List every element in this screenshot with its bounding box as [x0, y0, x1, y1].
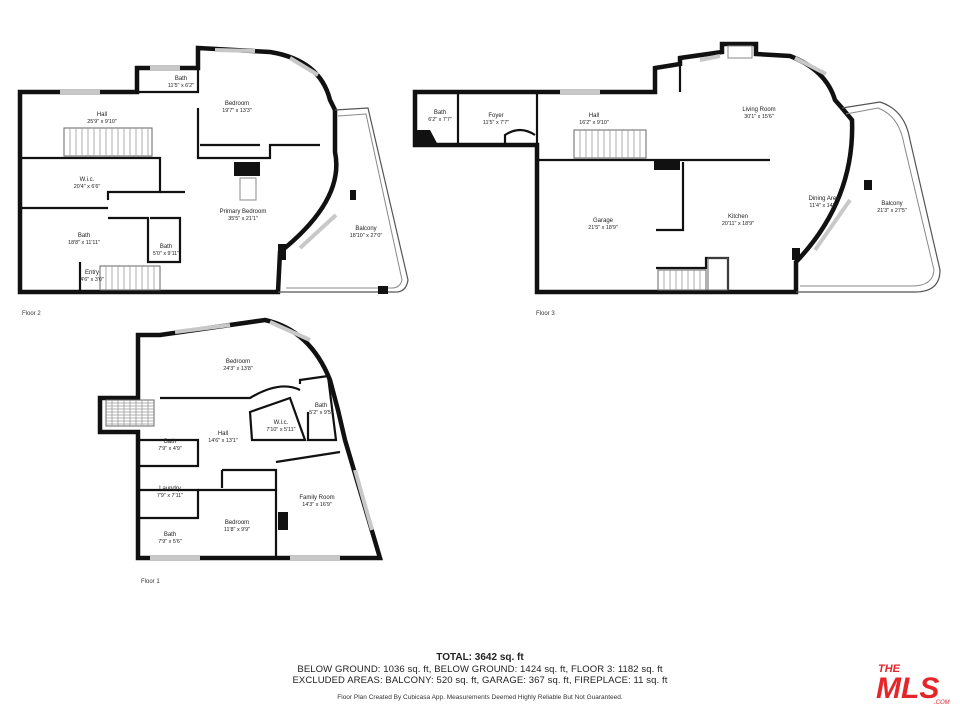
room-dimensions: 11'4" x 14'2": [809, 203, 838, 209]
room-dimensions: 30'1" x 15'6": [744, 114, 774, 120]
room-name: Dining Area: [808, 196, 840, 202]
room-dimensions: 11'5" x 6'2": [168, 83, 194, 89]
the-mls-logo: THE MLS .COM: [876, 663, 950, 706]
floor-2-fireplace: [234, 162, 260, 176]
room-dimensions: 18'10" x 27'0": [350, 233, 383, 239]
room-dimensions: 7'9" x 5'6": [158, 539, 182, 545]
floor-3-stairs-upper: [573, 129, 647, 159]
room-name: Laundry: [159, 486, 181, 492]
area-summary: TOTAL: 3642 sq. ft BELOW GROUND: 1036 sq…: [180, 652, 780, 701]
room-name: Hall: [589, 113, 599, 119]
room-name: Bath: [160, 244, 172, 250]
room-dimensions: 14'6" x 13'1": [208, 438, 238, 444]
logo-com: .COM: [934, 700, 950, 706]
room-name: Bedroom: [225, 520, 249, 526]
room-name: Bedroom: [225, 101, 249, 107]
room-name: W.i.c.: [80, 177, 95, 183]
logo-mls: MLS: [876, 672, 939, 705]
floor-2-outer-wall: [17, 45, 339, 295]
room-name: Family Room: [299, 495, 334, 501]
room-dimensions: 20'4" x 6'6": [74, 184, 101, 190]
room-dimensions: 14'3" x 16'9": [302, 502, 332, 508]
room-dimensions: 35'5" x 21'1": [228, 216, 258, 222]
room-dimensions: 4'6" x 3'0": [80, 277, 104, 283]
floor-3-outer-wall: [412, 41, 855, 295]
room-name: Entry: [85, 270, 99, 276]
room-name: W.i.c.: [274, 420, 289, 426]
floor-2-hearth: [239, 177, 257, 201]
room-name: Balcony: [881, 201, 902, 207]
room-dimensions: 6'2" x 7'7": [428, 117, 452, 123]
floor-3-windows: [560, 54, 852, 252]
room-name: Bath: [78, 233, 90, 239]
floor-3-room-labels: Bath 6'2" x 7'7" Foyer 11'5" x 7'7" Hall…: [428, 107, 907, 231]
room-dimensions: 7'9" x 7'11": [157, 493, 183, 499]
room-name: Bath: [164, 439, 176, 445]
floor-2-balcony-railing: [278, 107, 409, 293]
floor-label: Floor 3: [536, 311, 555, 317]
room-dimensions: 19'7" x 13'3": [222, 108, 252, 114]
floor-3-fireplace: [654, 160, 680, 170]
room-name: Primary Bedroom: [220, 209, 267, 215]
room-dimensions: 11'8" x 9'9": [224, 527, 250, 533]
room-name: Living Room: [742, 107, 775, 113]
room-name: Bath: [164, 532, 176, 538]
room-dimensions: 24'3" x 13'8": [223, 366, 253, 372]
floor-1-windows: [150, 320, 374, 560]
room-name: Bath: [434, 110, 446, 116]
floor-2-windows: [60, 48, 338, 250]
room-dimensions: 21'5" x 18'9": [588, 225, 618, 231]
room-name: Bath: [175, 76, 187, 82]
floor-3-plan: Bath 6'2" x 7'7" Foyer 11'5" x 7'7" Hall…: [412, 41, 941, 317]
excluded-areas: EXCLUDED AREAS: BALCONY: 520 sq. ft, GAR…: [292, 675, 668, 686]
room-dimensions: 11'5" x 7'7": [483, 120, 509, 126]
room-dimensions: 5'0" x 9'11": [153, 251, 179, 257]
floor-1-interior-walls: [138, 374, 341, 556]
room-dimensions: 20'11" x 18'9": [722, 221, 754, 227]
logo-the: THE: [878, 663, 901, 675]
floor-label: Floor 1: [141, 579, 160, 585]
room-dimensions: 7'9" x 4'9": [158, 446, 182, 452]
room-name: Hall: [218, 431, 228, 437]
room-name: Garage: [593, 218, 614, 224]
floor-1-stairs: [105, 399, 155, 427]
room-name: Bedroom: [226, 359, 250, 365]
room-name: Bath: [315, 403, 327, 409]
room-dimensions: 5'2" x 9'5": [309, 410, 333, 416]
area-breakdown: BELOW GROUND: 1036 sq. ft, BELOW GROUND:…: [297, 664, 663, 675]
floor-2-stairs-lower: [99, 265, 161, 291]
floor-3-stairs-lower: [657, 257, 729, 291]
total-area: TOTAL: 3642 sq. ft: [436, 652, 524, 663]
room-dimensions: 21'3" x 27'5": [877, 208, 907, 214]
room-name: Hall: [97, 112, 107, 118]
room-name: Kitchen: [728, 214, 748, 220]
floor-1-fireplace: [278, 512, 288, 530]
floor-2-plan: Bath 11'5" x 6'2" Hall 25'9" x 9'10" Bed…: [17, 45, 409, 317]
floor-2-interior-walls: [20, 68, 320, 292]
room-dimensions: 25'9" x 9'10": [87, 119, 117, 125]
floor-1-plan: Bedroom 24'3" x 13'8" Bath 5'2" x 9'5" W…: [97, 317, 384, 585]
floor-3-interior-walls: [456, 64, 770, 292]
room-dimensions: 7'10" x 5'11": [266, 427, 295, 433]
room-name: Foyer: [488, 113, 503, 119]
room-dimensions: 18'8" x 11'11": [68, 240, 100, 246]
floor-2-room-labels: Bath 11'5" x 6'2" Hall 25'9" x 9'10" Bed…: [68, 76, 382, 283]
disclaimer: Floor Plan Created By Cubicasa App. Meas…: [337, 694, 623, 701]
room-name: Balcony: [355, 226, 376, 232]
floor-label: Floor 2: [22, 311, 41, 317]
floor-1-room-labels: Bedroom 24'3" x 13'8" Bath 5'2" x 9'5" W…: [157, 359, 335, 545]
floor-3-bath-fixture: [416, 130, 438, 145]
floor-3-balcony-railing: [796, 101, 941, 293]
room-dimensions: 16'2" x 9'10": [579, 120, 609, 126]
floor-2-stairs-upper: [63, 127, 153, 157]
